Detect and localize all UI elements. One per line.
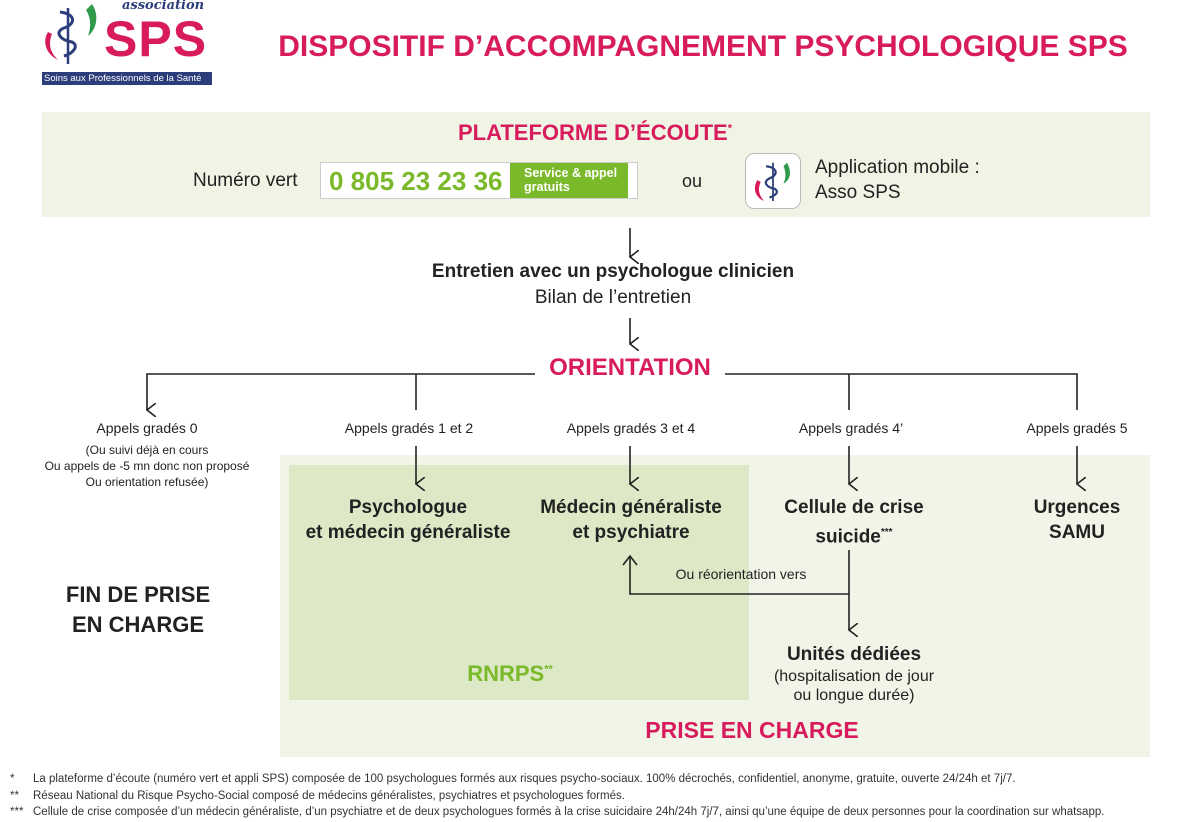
footnote-mark: * (727, 122, 732, 135)
footnote-mark: *** (10, 806, 24, 818)
badge-line-1: Service & appel (524, 166, 618, 180)
line: FIN DE PRISE (65, 582, 211, 607)
footnote-mark: * (10, 773, 15, 785)
note: Ou appels de -5 mn donc non proposé (44, 459, 250, 473)
interview-title: Entretien avec un psychologue clinicien (431, 261, 795, 282)
app-icon[interactable] (745, 153, 801, 209)
platform-title-text: PLATEFORME D’ÉCOUTE (458, 120, 728, 145)
footnote: *** Cellule de crise composée d’un médeci… (10, 804, 1104, 821)
logo: association SPS Soins aux Professionnels… (40, 0, 212, 86)
footnote: ** Réseau National du Risque Psycho-Socia… (10, 788, 1104, 805)
footnote-text: La plateforme d’écoute (numéro vert et a… (33, 773, 1016, 785)
prise-en-charge-title: PRISE EN CHARGE (645, 717, 859, 743)
caduceus-icon (45, 4, 97, 64)
line: Médecin généraliste (540, 497, 722, 518)
line: et médecin généraliste (305, 522, 511, 543)
note: (Ou suivi déjà en cours (85, 443, 209, 457)
phone-number[interactable]: 0 805 23 23 36 (329, 166, 503, 196)
line: Psychologue (348, 497, 468, 518)
rnrps-panel (289, 465, 749, 700)
platform-title: PLATEFORME D’ÉCOUTE* (458, 120, 732, 146)
fin-prise-en-charge: FIN DE PRISE EN CHARGE (66, 580, 210, 640)
footnote-text: Cellule de crise composée d’un médecin g… (33, 806, 1105, 818)
dest-medecin: Médecin généraliste et psychiatre (540, 495, 722, 545)
footnote-mark: ** (544, 663, 553, 676)
branch-0-notes: (Ou suivi déjà en cours Ou appels de -5 … (45, 442, 250, 490)
footnote-mark: ** (10, 789, 19, 802)
footnote-text: Réseau National du Risque Psycho-Social … (33, 789, 625, 802)
reorientation-label: Ou réorientation vers (675, 566, 807, 582)
footnotes: * La plateforme d’écoute (numéro vert et … (10, 771, 1104, 821)
dest-psychologue: Psychologue et médecin généraliste (306, 495, 511, 545)
rnrps-label: RNRPS** (467, 661, 553, 687)
units-title: Unités dédiées (786, 644, 922, 665)
interview-subtitle: Bilan de l’entretien (534, 287, 692, 308)
logo-association: association (122, 0, 205, 13)
branch-label-2: Appels gradés 3 et 4 (566, 420, 696, 436)
or-label: ou (682, 171, 703, 191)
branch-label-3: Appels gradés 4’ (798, 420, 904, 436)
footnote-mark: *** (880, 527, 893, 538)
line: Urgences (1033, 497, 1121, 518)
branch-label-4: Appels gradés 5 (1026, 420, 1128, 436)
unites-dediees: Unités dédiées (hospitalisation de jour … (774, 643, 934, 705)
logo-tagline: Soins aux Professionnels de la Santé (42, 72, 212, 85)
logo-name: SPS (104, 11, 208, 67)
rnrps-text: RNRPS (467, 661, 545, 686)
app-line-1: Application mobile : (815, 157, 980, 178)
orientation-title: ORIENTATION (549, 354, 711, 381)
line: (hospitalisation de jour (773, 668, 935, 685)
page-title: DISPOSITIF D’ACCOMPAGNEMENT PSYCHOLOGIQU… (278, 30, 1128, 63)
caduceus-icon (754, 162, 790, 202)
branch-label-1: Appels gradés 1 et 2 (344, 420, 474, 436)
numero-vert-label: Numéro vert (193, 170, 298, 191)
branch-label-0: Appels gradés 0 (96, 420, 198, 436)
free-service-badge: Service & appel gratuits (510, 163, 628, 198)
app-line-2: Asso SPS (815, 182, 901, 203)
line: EN CHARGE (71, 612, 204, 637)
dest-cellule-crise: Cellule de crise suicide*** (784, 495, 923, 549)
note: Ou orientation refusée) (85, 475, 209, 489)
line: ou longue durée) (793, 687, 915, 704)
footnote: * La plateforme d’écoute (numéro vert et … (10, 771, 1104, 788)
line: et psychiatre (572, 522, 690, 543)
phone-number-box[interactable]: 0 805 23 23 36 Service & appel gratuits (320, 162, 638, 199)
line: suicide (815, 526, 881, 548)
line: SAMU (1049, 522, 1105, 543)
badge-line-2: gratuits (524, 180, 570, 194)
line: Cellule de crise (784, 497, 924, 518)
